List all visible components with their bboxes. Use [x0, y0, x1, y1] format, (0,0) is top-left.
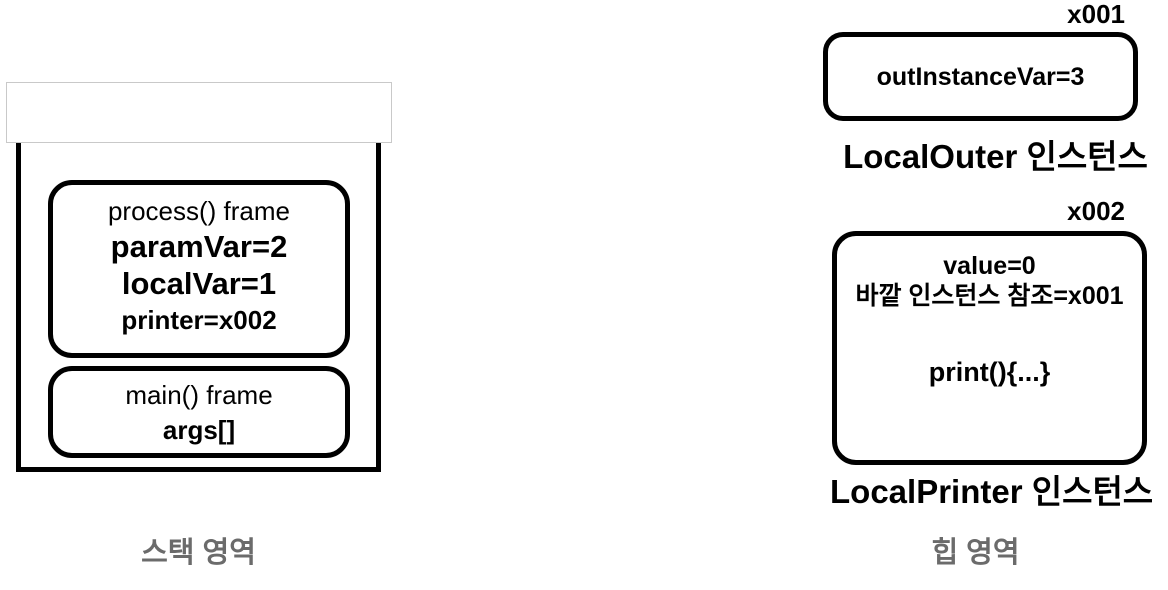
printer-var-value: printer=x002	[121, 305, 277, 335]
value-field: value=0	[943, 252, 1036, 280]
local-outer-instance-box: outInstanceVar=3	[823, 32, 1138, 121]
process-frame-title: process() frame	[107, 196, 291, 226]
heap-area-label: 힙 영역	[931, 537, 1020, 569]
blank-overlay-box	[6, 82, 392, 143]
outer-instance-ref-field: 바깥 인스턴스 참조=x001	[855, 282, 1124, 310]
main-frame-box: main() frame args[]	[48, 366, 350, 458]
main-frame-title: main() frame	[125, 380, 273, 410]
local-outer-caption: LocalOuter 인스턴스	[843, 138, 1148, 175]
out-instance-var-field: outInstanceVar=3	[876, 62, 1085, 91]
instance-address-x001: x001	[1067, 0, 1125, 29]
local-printer-caption: LocalPrinter 인스턴스	[830, 473, 1154, 510]
process-frame-box: process() frame paramVar=2 localVar=1 pr…	[48, 180, 350, 358]
param-var-value: paramVar=2	[110, 229, 288, 264]
print-method-label: print(){...}	[928, 357, 1051, 387]
local-var-value: localVar=1	[121, 266, 277, 301]
local-printer-instance-box: value=0 바깥 인스턴스 참조=x001 print(){...}	[832, 231, 1147, 465]
args-var-value: args[]	[162, 415, 236, 445]
instance-address-x002: x002	[1067, 196, 1125, 226]
stack-area-label: 스택 영역	[141, 537, 256, 569]
